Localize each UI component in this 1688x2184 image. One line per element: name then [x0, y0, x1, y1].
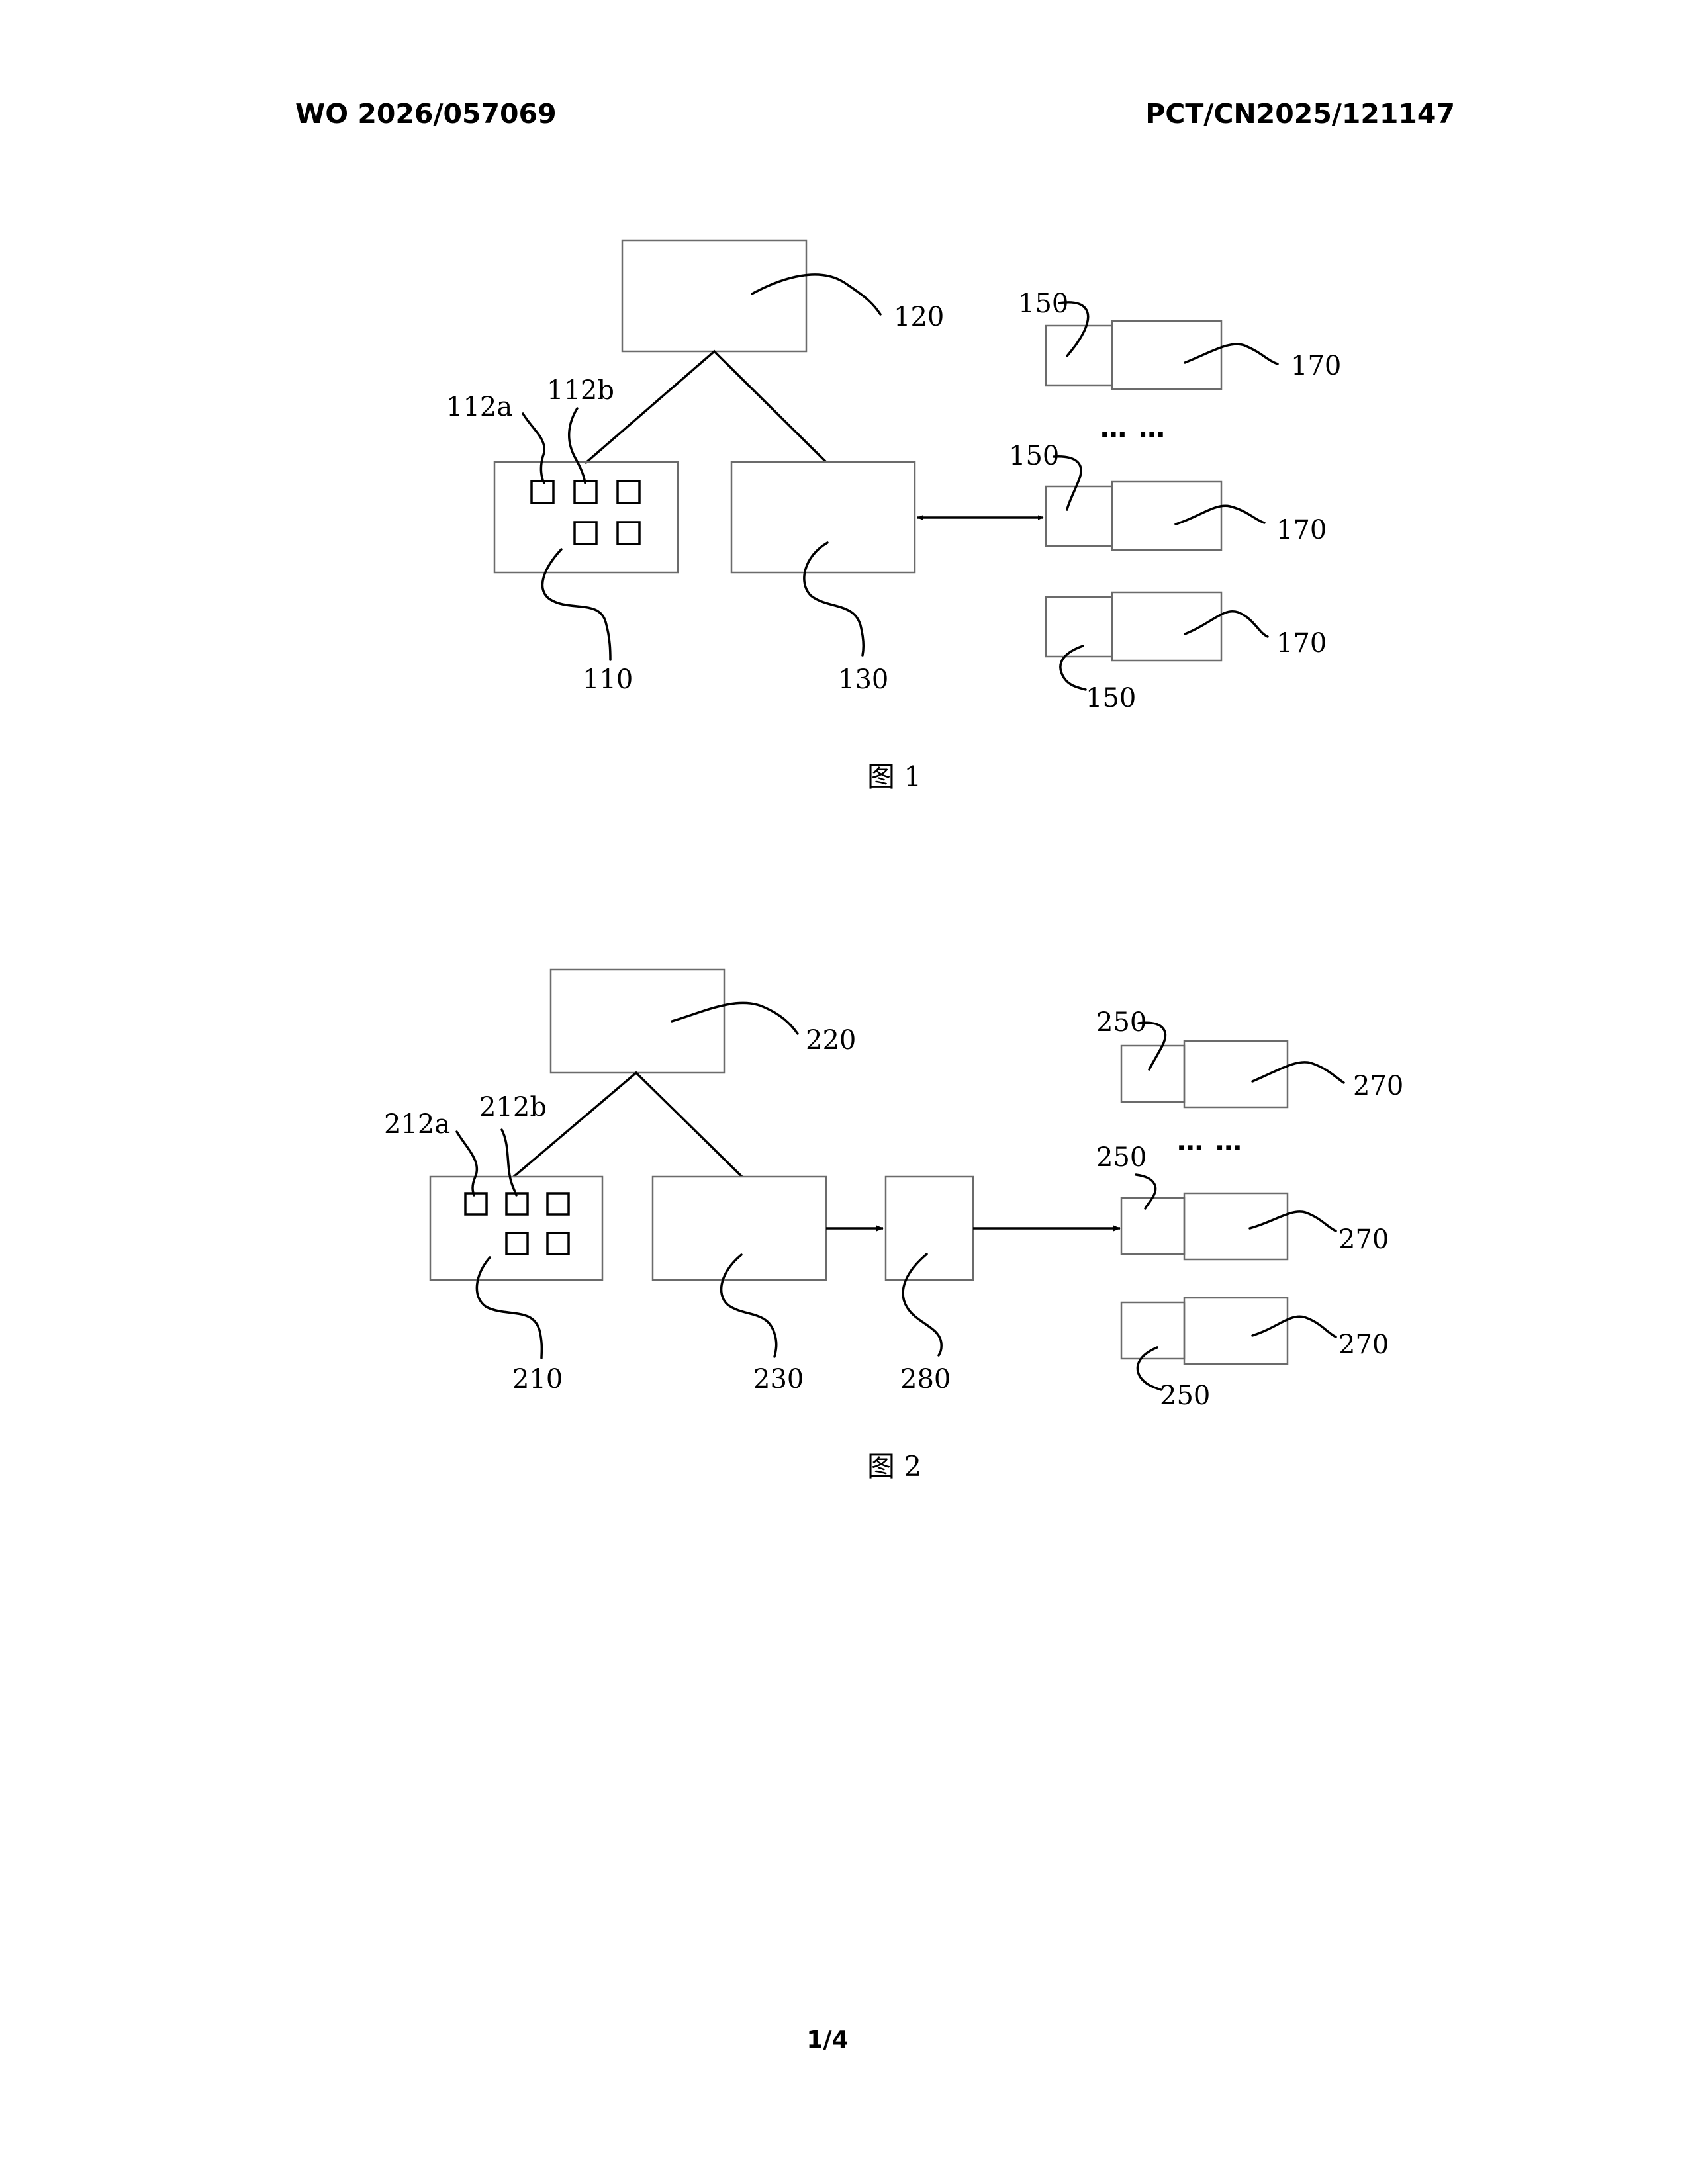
box-270	[1184, 1041, 1288, 1107]
leader-270-top	[1252, 1062, 1344, 1083]
element-212b	[506, 1193, 528, 1214]
leader-170-bot	[1185, 612, 1268, 637]
leader-150-bot	[1060, 646, 1086, 690]
leader-210	[477, 1257, 541, 1358]
box-250	[1121, 1046, 1184, 1102]
figure-1-caption: 图 1	[867, 760, 921, 793]
label-170-bot: 170	[1276, 628, 1327, 659]
box-220	[551, 970, 724, 1073]
element-grid-cell	[575, 522, 596, 544]
box-170	[1112, 592, 1221, 660]
leader-110	[543, 549, 610, 660]
terminal-unit-top	[1121, 1041, 1288, 1107]
label-112b: 112b	[547, 375, 614, 406]
leader-112b	[569, 408, 585, 483]
ellipsis: … …	[1177, 1126, 1243, 1157]
box-250	[1121, 1198, 1184, 1254]
terminal-unit-top	[1046, 321, 1221, 389]
leader-112a	[523, 414, 544, 483]
label-230: 230	[753, 1364, 804, 1394]
label-212b: 212b	[479, 1092, 547, 1122]
connector-120	[585, 351, 826, 463]
element-grid-cell	[547, 1233, 569, 1254]
leader-120	[752, 275, 880, 314]
label-280: 280	[900, 1364, 951, 1394]
label-130: 130	[838, 664, 888, 695]
element-grid-cell	[547, 1193, 569, 1214]
box-120	[622, 240, 806, 351]
box-110	[494, 462, 678, 572]
element-112a	[532, 481, 553, 503]
element-grid-cell	[618, 481, 639, 503]
ellipsis: … …	[1100, 413, 1166, 443]
label-112a: 112a	[446, 392, 512, 422]
leader-170-top	[1185, 344, 1278, 364]
label-170-mid: 170	[1276, 515, 1327, 545]
label-250-mid: 250	[1096, 1142, 1147, 1173]
leader-220	[672, 1003, 798, 1034]
figure-2-caption: 图 2	[867, 1450, 921, 1482]
leader-230	[722, 1255, 776, 1357]
leader-270-bot	[1252, 1316, 1336, 1337]
leader-280	[903, 1254, 941, 1355]
label-170-top: 170	[1291, 351, 1341, 381]
leader-270-mid	[1250, 1212, 1336, 1231]
label-270-mid: 270	[1338, 1224, 1389, 1255]
label-120: 120	[894, 302, 944, 332]
leader-212b	[502, 1130, 516, 1195]
label-270-bot: 270	[1338, 1330, 1389, 1360]
element-212a	[465, 1193, 487, 1214]
leader-212a	[457, 1132, 477, 1195]
leader-250-mid	[1136, 1175, 1156, 1208]
terminal-unit-mid	[1121, 1193, 1288, 1259]
label-212a: 212a	[384, 1109, 450, 1140]
box-150	[1046, 326, 1112, 385]
label-150-mid: 150	[1009, 441, 1059, 471]
box-230	[653, 1177, 826, 1280]
box-170	[1112, 482, 1221, 550]
label-110: 110	[583, 664, 633, 695]
page-number: 1/4	[0, 2026, 1655, 2054]
leader-250-bot	[1137, 1347, 1161, 1390]
box-270	[1184, 1193, 1288, 1259]
leader-170-mid	[1176, 506, 1264, 524]
figure-1: 120 112a 112b 110 130 150 170 … …	[446, 240, 1341, 793]
connector-220	[514, 1073, 742, 1177]
label-250-bot: 250	[1160, 1381, 1210, 1411]
leader-130	[804, 543, 863, 655]
box-270	[1184, 1298, 1288, 1364]
box-130	[731, 462, 915, 572]
element-112b	[575, 481, 596, 503]
figure-2: 220 212a 212b 210 230 280 250	[384, 970, 1403, 1482]
element-grid-cell	[506, 1233, 528, 1254]
box-280	[886, 1177, 973, 1280]
box-150	[1046, 486, 1112, 546]
label-220: 220	[806, 1025, 856, 1056]
element-grid-cell	[618, 522, 639, 544]
label-270-top: 270	[1353, 1071, 1403, 1101]
label-210: 210	[512, 1364, 563, 1394]
label-150-bot: 150	[1086, 683, 1136, 713]
